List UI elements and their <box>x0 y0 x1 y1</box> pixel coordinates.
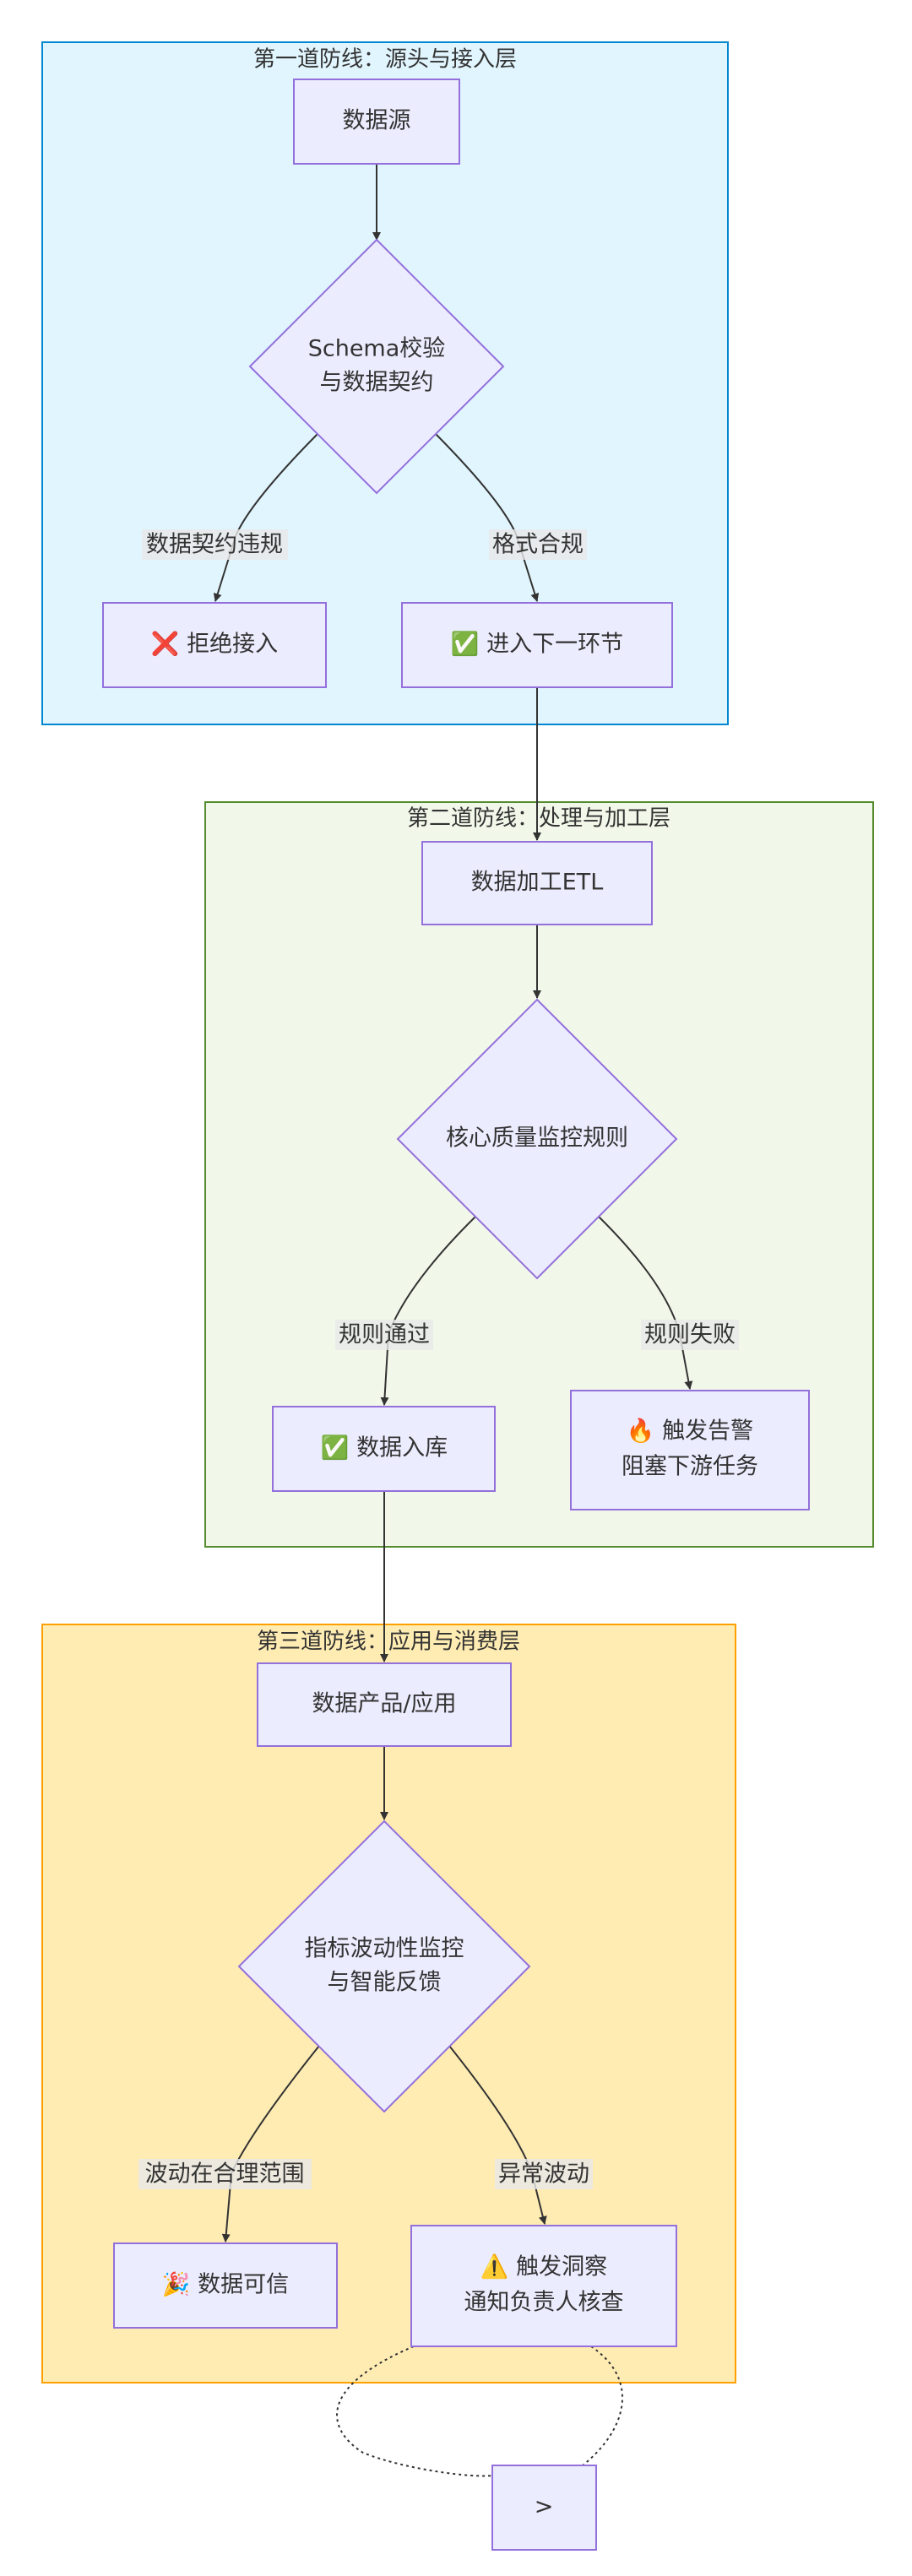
edge-label-bg <box>335 1320 433 1350</box>
edge-label-bg <box>641 1320 739 1350</box>
edge-label-rule-fail: 规则失败 <box>644 1322 736 1348</box>
node-reject[interactable]: ❌ 拒绝接入 <box>102 602 327 688</box>
node-label-line1: 指标波动性监控 <box>305 1936 464 1962</box>
node-product[interactable]: 数据产品/应用 <box>257 1662 512 1747</box>
edge-label-in-range: 波动在合理范围 <box>145 2161 305 2188</box>
edge-loop-to-insight <box>582 2346 623 2466</box>
node-volatility[interactable]: 指标波动性监控 与智能反馈 <box>237 1819 531 2113</box>
node-label: 🎉 数据可信 <box>162 2271 289 2298</box>
edge-label-abnormal: 异常波动 <box>498 2161 589 2188</box>
edge-label-format-ok: 格式合规 <box>492 532 584 558</box>
node-label-line2: 通知负责人核查 <box>464 2290 624 2316</box>
node-loop[interactable]: > <box>491 2465 597 2551</box>
node-next-stage[interactable]: ✅ 进入下一环节 <box>401 602 673 688</box>
node-quality-rules[interactable]: 核心质量监控规则 <box>396 998 678 1280</box>
edge-label-bg <box>495 2159 593 2189</box>
node-label-line1: 🔥 触发告警 <box>627 1418 753 1445</box>
edge-labels: 数据契约违规 格式合规 规则通过 规则失败 波动在合理范围 异常波动 <box>138 529 739 2189</box>
node-label-line1: Schema校验 <box>308 336 446 362</box>
node-insight[interactable]: ⚠️ 触发洞察 通知负责人核查 <box>410 2225 677 2347</box>
node-store[interactable]: ✅ 数据入库 <box>272 1406 496 1492</box>
lane-title-layer3: 第三道防线：应用与消费层 <box>257 1630 520 1655</box>
node-data-source[interactable]: 数据源 <box>293 79 460 165</box>
node-schema-check[interactable]: Schema校验 与数据契约 <box>248 238 505 495</box>
node-label: ✅ 数据入库 <box>321 1434 448 1462</box>
node-label: ❌ 拒绝接入 <box>151 631 278 658</box>
edge-label-bg <box>138 2159 312 2189</box>
node-label: 数据源 <box>343 108 411 134</box>
node-label: 数据产品/应用 <box>312 1691 456 1717</box>
node-trusted[interactable]: 🎉 数据可信 <box>113 2242 338 2329</box>
node-label-line1: ⚠️ 触发洞察 <box>480 2253 607 2280</box>
node-label-line2: 阻塞下游任务 <box>622 1454 758 1480</box>
edge-label-bg <box>489 529 587 560</box>
node-label-line2: 与智能反馈 <box>328 1970 442 1996</box>
lane-title-layer2: 第二道防线：处理与加工层 <box>407 806 670 832</box>
lane-title-layer1: 第一道防线：源头与接入层 <box>253 47 517 73</box>
node-label: 数据加工ETL <box>471 870 604 896</box>
node-label: > <box>535 2494 554 2520</box>
edge-label-rule-pass: 规则通过 <box>339 1322 430 1348</box>
node-label: 核心质量监控规则 <box>446 1125 628 1152</box>
node-label: ✅ 进入下一环节 <box>451 631 623 658</box>
node-etl[interactable]: 数据加工ETL <box>421 841 653 925</box>
edge-label-contract-violation: 数据契约违规 <box>146 532 283 558</box>
node-label-line2: 与数据契约 <box>320 370 434 396</box>
node-alert[interactable]: 🔥 触发告警 阻塞下游任务 <box>570 1390 810 1510</box>
edge-label-bg <box>142 529 288 560</box>
